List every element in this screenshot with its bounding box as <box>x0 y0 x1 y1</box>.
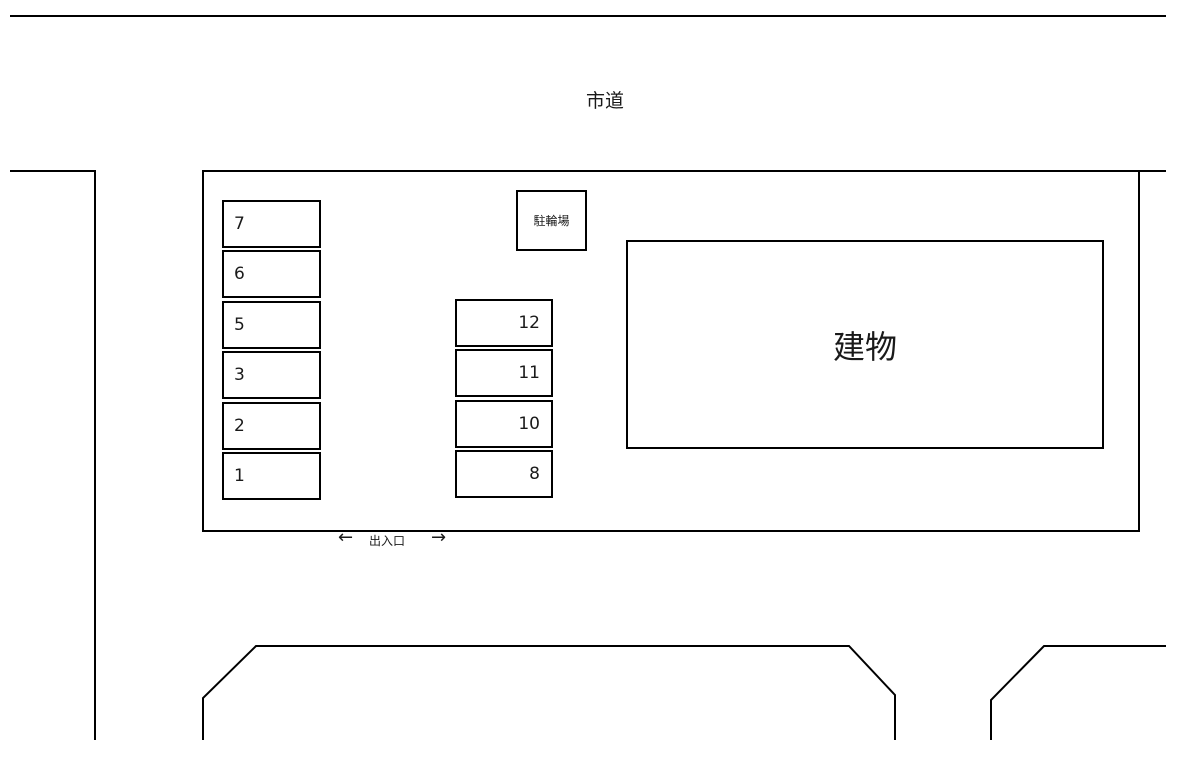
block-outline-center <box>202 645 896 740</box>
arrow-right-icon: → <box>431 527 447 548</box>
parking-space-7: 7 <box>222 200 321 248</box>
parking-space-10: 10 <box>455 400 553 448</box>
parking-space-11: 11 <box>455 349 553 397</box>
space-number: 5 <box>234 315 245 335</box>
road-label: 市道 <box>585 90 624 112</box>
road-edge-left-block <box>10 170 96 740</box>
space-number: 2 <box>234 416 245 436</box>
building: 建物 <box>626 240 1104 449</box>
space-number: 1 <box>234 466 245 486</box>
block-outline-right <box>990 645 1166 740</box>
space-number: 6 <box>234 264 245 284</box>
parking-space-8: 8 <box>455 450 553 498</box>
space-number: 10 <box>518 414 540 434</box>
parking-space-12: 12 <box>455 299 553 347</box>
entrance-label: 出入口 <box>369 534 406 548</box>
parking-space-1: 1 <box>222 452 321 500</box>
parking-space-6: 6 <box>222 250 321 298</box>
space-number: 7 <box>234 214 245 234</box>
space-number: 11 <box>518 363 540 383</box>
parking-space-3: 3 <box>222 351 321 399</box>
bicycle-parking: 駐輪場 <box>516 190 587 251</box>
space-number: 3 <box>234 365 245 385</box>
parking-space-2: 2 <box>222 402 321 450</box>
parking-space-5: 5 <box>222 301 321 349</box>
space-number: 8 <box>529 464 540 484</box>
space-number: 12 <box>518 313 540 333</box>
arrow-left-icon: ← <box>338 527 354 548</box>
parking-lot-boundary <box>202 170 1140 532</box>
